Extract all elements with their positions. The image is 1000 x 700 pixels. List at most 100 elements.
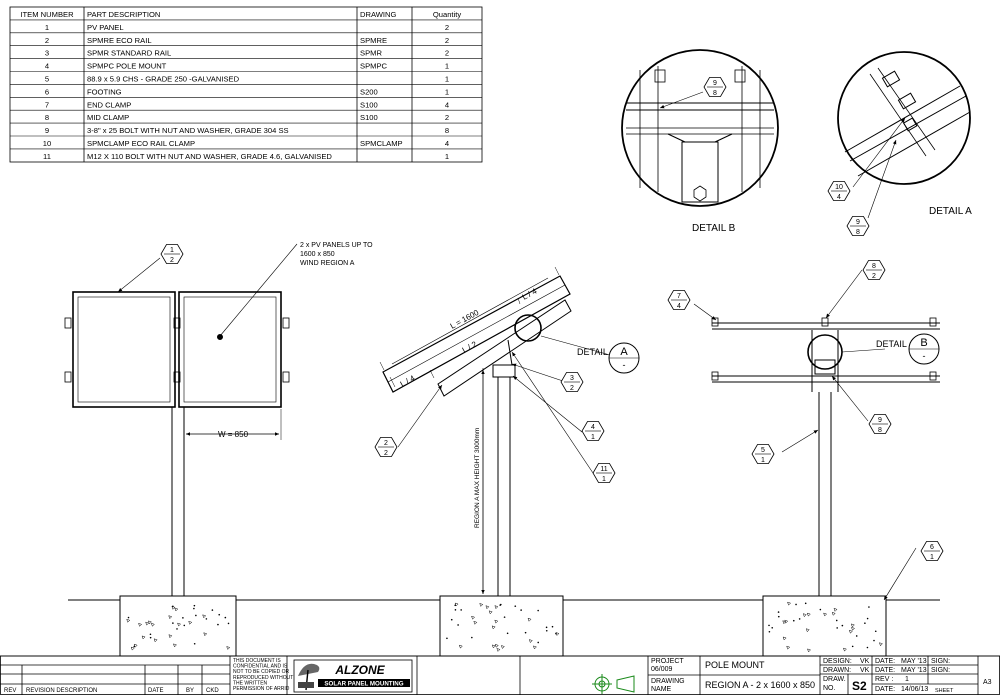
tb-sheet-label: SHEET: [935, 688, 954, 694]
detail-flag-sheet: -: [923, 351, 926, 361]
item-balloon: 98: [703, 77, 727, 97]
tb-design-value: VK: [860, 658, 870, 665]
bom-cell: 4: [45, 62, 49, 71]
bom-header-cell: Quantity: [433, 10, 461, 19]
item-balloon: 98: [846, 216, 870, 236]
quarter-length-dim-bottom: L / 4: [399, 373, 417, 388]
balloon-quantity: 1: [591, 434, 595, 441]
item-balloon: 51: [751, 444, 775, 464]
detail-reference-flags: A- B -: [608, 333, 940, 374]
bom-cell: SPMR: [360, 49, 382, 58]
balloon-item-number: 8: [872, 263, 876, 270]
tb-project-label: PROJECT: [651, 658, 684, 665]
tb-revision-description-header: REVISION DESCRIPTION: [26, 688, 97, 694]
tb-drawn-value: VK: [860, 667, 870, 674]
bom-cell: 2: [45, 36, 49, 45]
tb-confidential-line: CONFIDENTIAL AND IS: [233, 664, 288, 670]
tb-ckd-header: CKD: [206, 688, 219, 694]
item-balloon: 111: [592, 463, 616, 483]
bom-cell: SPMPC POLE MOUNT: [87, 62, 167, 71]
tb-confidential-line: REPRODUCED WITHOUT: [233, 675, 293, 681]
item-balloon: 12: [160, 244, 184, 264]
bom-cell: 3-8" x 25 BOLT WITH NUT AND WASHER, GRAD…: [87, 126, 289, 135]
detail-flag-letter: A: [620, 346, 628, 358]
tb-draw-no-label-2: NO.: [823, 685, 836, 692]
bom-cell: SPMCLAMP: [360, 139, 403, 148]
detail-flag: A-: [608, 342, 640, 374]
panels-note-line1: 2 x PV PANELS UP TO: [300, 242, 373, 249]
balloon-quantity: 4: [677, 303, 681, 310]
bom-cell: 1: [445, 87, 449, 96]
tb-draw-no-label: DRAW.: [823, 676, 846, 683]
balloon-quantity: 2: [384, 450, 388, 457]
balloon-quantity: 8: [878, 427, 882, 434]
bom-cell: SPMRE: [360, 36, 387, 45]
item-balloon: 74: [667, 290, 691, 310]
tb-confidential-line: THIS DOCUMENT IS: [233, 658, 281, 664]
panels-note-line3: WIND REGION A: [300, 260, 355, 267]
balloon-item-number: 1: [170, 247, 174, 254]
balloon-quantity: 8: [713, 90, 717, 97]
bom-cell: SPMCLAMP ECO RAIL CLAMP: [87, 139, 195, 148]
detail-flag-letter: B: [920, 337, 927, 349]
bom-cell: SPMPC: [360, 62, 388, 71]
item-balloon: 82: [862, 260, 886, 280]
detail-a-view: [837, 51, 971, 219]
bom-cell: MID CLAMP: [87, 113, 129, 122]
item-balloon: 104: [827, 181, 851, 201]
bom-cell: SPMR STANDARD RAIL: [87, 49, 171, 58]
bom-cell: 10: [43, 139, 51, 148]
item-balloon: 22: [374, 437, 398, 457]
bom-cell: S100: [360, 100, 378, 109]
bom-cell: FOOTING: [87, 87, 122, 96]
tb-confidential-line: THE WRITTEN: [233, 680, 268, 686]
balloon-quantity: 1: [761, 457, 765, 464]
balloon-item-number: 7: [677, 293, 681, 300]
width-dimension: W = 850: [218, 430, 249, 439]
bom-cell: 7: [45, 100, 49, 109]
bom-cell: 8: [445, 126, 449, 135]
tb-sheet-size: A3: [983, 679, 992, 686]
tb-rev-header: REV: [4, 688, 16, 694]
bom-cell: 2: [445, 23, 449, 32]
bom-cell: S200: [360, 87, 378, 96]
balloon-item-number: 2: [384, 440, 388, 447]
detail-b-callout-word: DETAIL: [876, 339, 907, 349]
rear-view-rails: [693, 269, 940, 601]
bom-cell: 2: [445, 36, 449, 45]
tb-by-header: BY: [186, 688, 194, 694]
bom-cell: 9: [45, 126, 49, 135]
tb-drawing-label-2: NAME: [651, 686, 672, 693]
tb-confidential-line: NOT TO BE COPIED OR: [233, 669, 290, 675]
alzone-logo-mark: [293, 659, 413, 693]
tb-design-sign-label: SIGN:: [931, 658, 950, 665]
bom-cell: 1: [45, 23, 49, 32]
detail-b-view: [621, 49, 779, 207]
bom-cell: 1: [445, 152, 449, 161]
bom-cell: 11: [43, 152, 51, 161]
bom-cell: 5: [45, 75, 49, 84]
detail-b-label: DETAIL B: [692, 223, 736, 234]
bom-cell: S100: [360, 113, 378, 122]
tb-project-name: POLE MOUNT: [705, 660, 765, 670]
bom-cell: 3: [45, 49, 49, 58]
concrete-hatching: [126, 601, 883, 653]
balloon-item-number: 11: [600, 466, 607, 473]
balloon-item-number: 3: [570, 375, 574, 382]
balloon-item-number: 5: [761, 447, 765, 454]
bom-cell: 88.9 x 5.9 CHS - GRADE 250 -GALVANISED: [87, 75, 240, 84]
tb-design-date-label: DATE:: [875, 658, 895, 665]
bom-cell: SPMRE ECO RAIL: [87, 36, 152, 45]
balloon-item-number: 6: [930, 544, 934, 551]
detail-a-callout-word: DETAIL: [577, 347, 608, 357]
tb-project-number: 06/009: [651, 666, 673, 673]
balloon-quantity: 4: [837, 194, 841, 201]
balloon-quantity: 1: [602, 476, 606, 483]
item-balloon: 98: [868, 414, 892, 434]
tb-drawing-label: DRAWING: [651, 678, 685, 685]
tb-confidential-line: PERMISSION OF ARRID: [233, 686, 290, 692]
